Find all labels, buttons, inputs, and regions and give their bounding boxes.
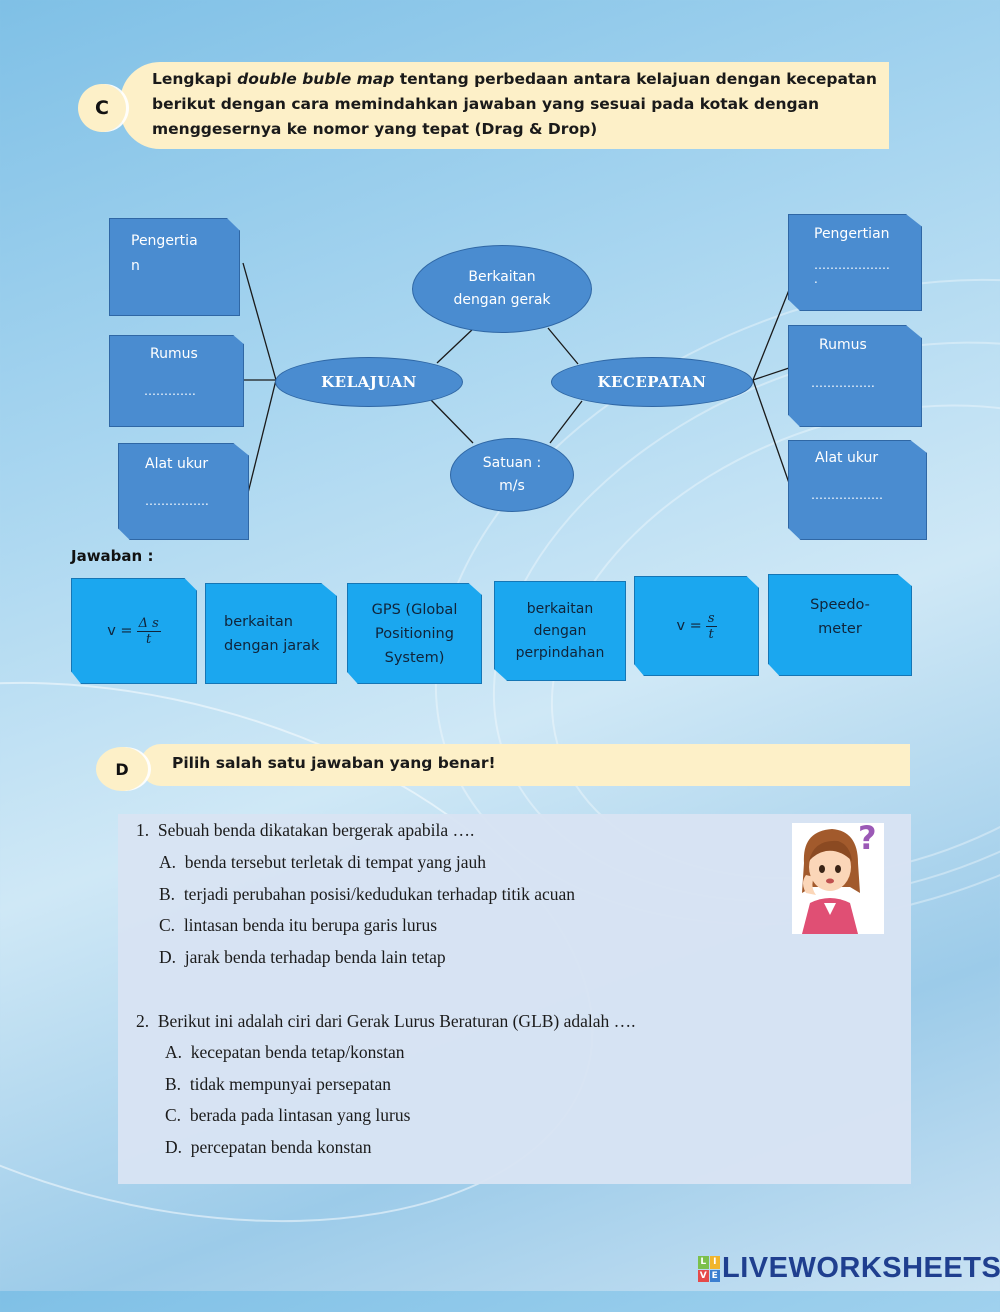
q2-option-a[interactable]: A. kecepatan benda tetap/konstan <box>165 1042 405 1062</box>
pengertian-label: Pengertian <box>814 226 890 242</box>
kecepatan-pengertian-box[interactable]: Pengertian ………………. . <box>788 214 922 311</box>
section-c-badge: C <box>78 84 126 132</box>
q1-option-b[interactable]: B. terjadi perubahan posisi/kedudukan te… <box>159 884 575 904</box>
alat-ukur-label: Alat ukur <box>815 450 879 466</box>
kelajuan-alat-ukur-box[interactable]: Alat ukur ……………. <box>118 443 249 540</box>
section-d-banner <box>140 744 910 786</box>
q1-option-c[interactable]: C. lintasan benda itu berupa garis lurus <box>159 915 438 935</box>
answer-slot: ……………. <box>811 376 875 390</box>
question-1: 1. Sebuah benda dikatakan bergerak apabi… <box>136 820 475 840</box>
quiz-panel <box>118 814 911 1184</box>
kecepatan-node: KECEPATAN <box>551 357 753 407</box>
question-2: 2. Berikut ini adalah ciri dari Gerak Lu… <box>136 1011 636 1031</box>
kelajuan-node: KELAJUAN <box>275 357 463 407</box>
answer-slot-dot: . <box>814 272 818 286</box>
answer-slot: ………………. <box>814 258 890 272</box>
liveworksheets-brand[interactable]: LIVEWORKSHEETS <box>722 1252 1000 1284</box>
shared-attribute-gerak: Berkaitan dengan gerak <box>412 245 592 333</box>
section-d-title: Pilih salah satu jawaban yang benar! <box>172 754 496 772</box>
answer-slot: ……………. <box>145 494 209 508</box>
q2-option-b[interactable]: B. tidak mempunyai persepatan <box>165 1074 391 1094</box>
kecepatan-rumus-box[interactable]: Rumus ……………. <box>788 325 922 427</box>
pengertian-label: Pengertia <box>131 233 198 249</box>
answer-tile-speedometer[interactable]: Speedo-meter <box>768 574 912 676</box>
q2-option-c[interactable]: C. berada pada lintasan yang lurus <box>165 1105 411 1125</box>
map-connectors <box>242 262 790 494</box>
kecepatan-alat-ukur-box[interactable]: Alat ukur ……………… <box>788 440 927 540</box>
q1-option-a[interactable]: A. benda tersebut terletak di tempat yan… <box>159 852 487 872</box>
thinking-girl-illustration: ? <box>792 819 884 934</box>
rumus-label: Rumus <box>150 346 198 362</box>
kelajuan-pengertian-box[interactable]: Pengertia n <box>109 218 240 316</box>
question-mark-icon: ? <box>858 819 877 857</box>
rumus-label: Rumus <box>819 337 867 353</box>
pengertian-label-wrap: n <box>131 258 140 274</box>
section-c-banner <box>120 62 889 149</box>
q2-option-d[interactable]: D. percepatan benda konstan <box>165 1137 372 1157</box>
answer-slot: ……………… <box>811 488 883 502</box>
kelajuan-rumus-box[interactable]: Rumus …………. <box>109 335 244 427</box>
answers-heading: Jawaban : <box>71 547 154 565</box>
section-c-instructions: Lengkapi double buble map tentang perbed… <box>152 70 877 138</box>
shared-attribute-satuan: Satuan : m/s <box>450 438 574 512</box>
answer-slot: …………. <box>144 384 196 398</box>
section-d-badge: D <box>96 747 148 791</box>
liveworksheets-logo-icon: L I V E <box>698 1256 720 1282</box>
q1-option-d[interactable]: D. jarak benda terhadap benda lain tetap <box>159 947 446 967</box>
alat-ukur-label: Alat ukur <box>145 456 209 472</box>
